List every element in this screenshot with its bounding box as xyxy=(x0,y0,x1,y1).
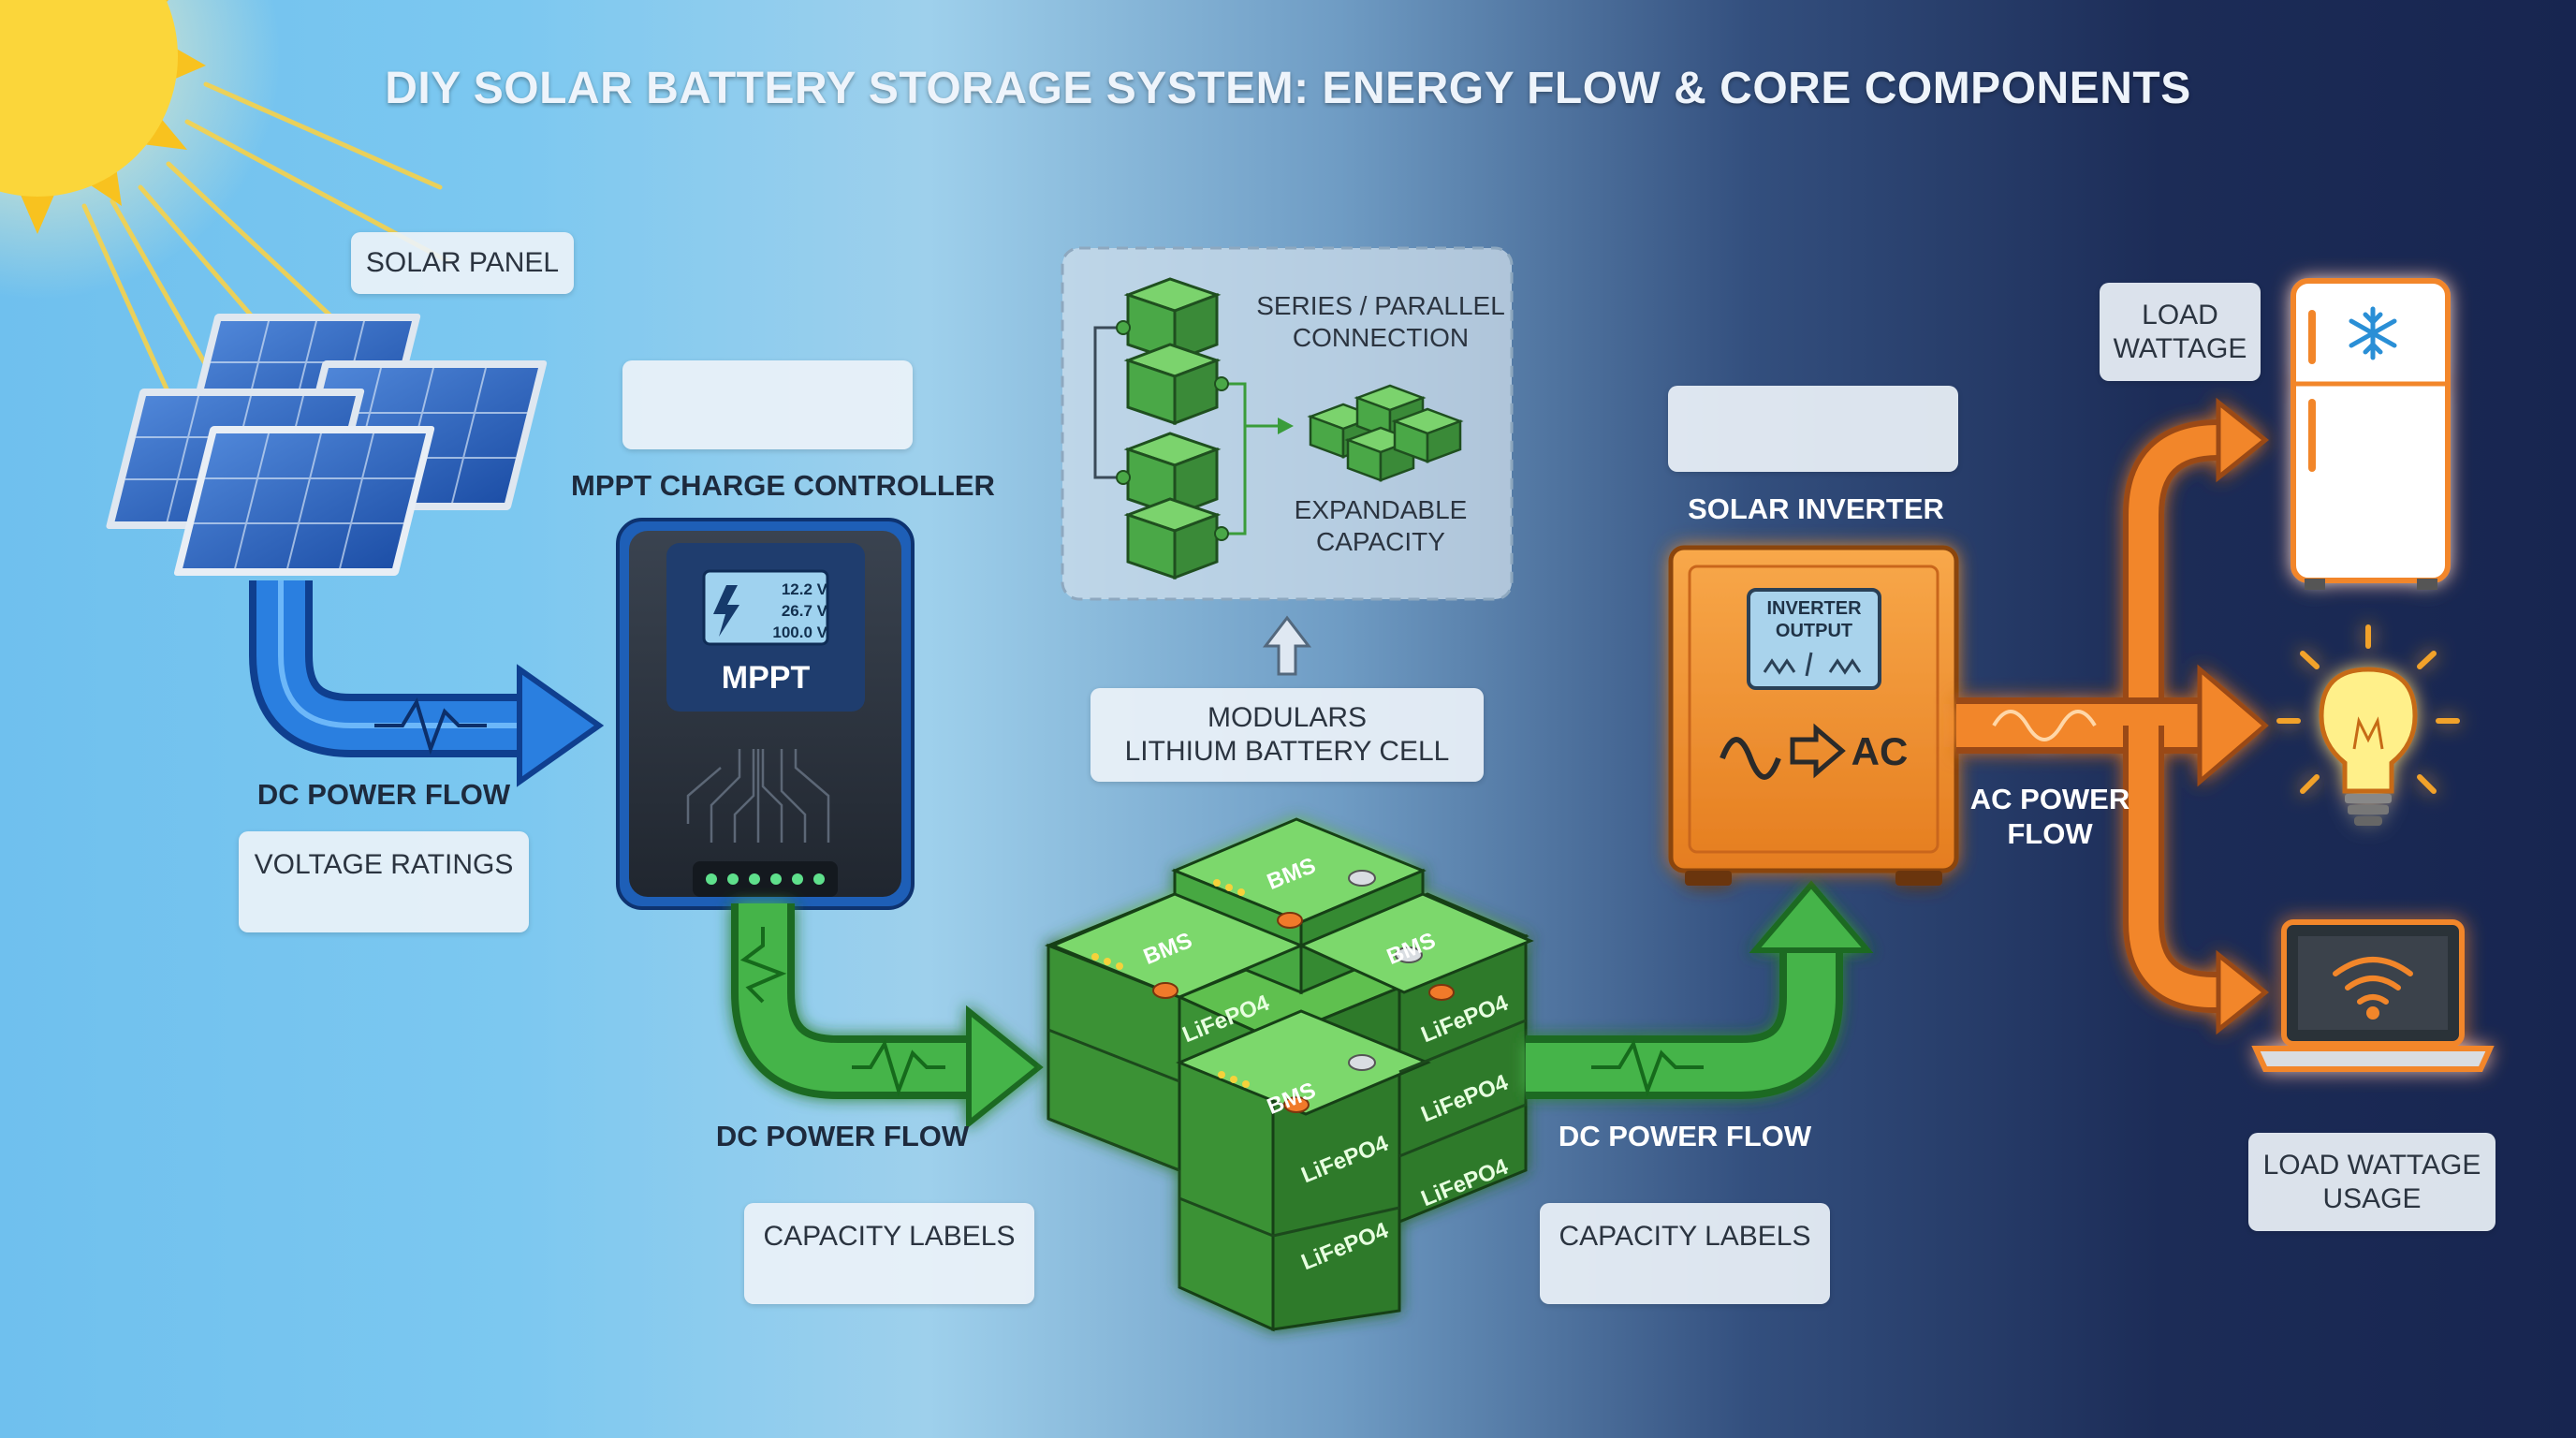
voltage-ratings-text: VOLTAGE RATINGS xyxy=(254,849,514,880)
load-wattage-usage-label: LOAD WATTAGE USAGE xyxy=(2248,1133,2496,1231)
modular-cell-label: MODULARS LITHIUM BATTERY CELL xyxy=(1090,688,1484,782)
page-title: DIY SOLAR BATTERY STORAGE SYSTEM: ENERGY… xyxy=(385,64,2191,113)
series-parallel-line-2: CONNECTION xyxy=(1292,322,1470,352)
load-wattage-line-1: LOAD xyxy=(2142,299,2218,330)
capacity-labels-right-text: CAPACITY LABELS xyxy=(1559,1221,1811,1252)
ac-power-flow-line-2: FLOW xyxy=(2007,817,2093,851)
inverter-ac-label: AC xyxy=(1851,729,1909,773)
inverter-icon xyxy=(1668,545,1959,886)
load-wattage-usage-line-2: USAGE xyxy=(2322,1182,2422,1214)
refrigerator-icon xyxy=(2291,278,2451,590)
solar-panel-label: SOLAR PANEL xyxy=(351,232,574,294)
mppt-badge: MPPT xyxy=(721,660,811,696)
capacity-labels-right: CAPACITY LABELS xyxy=(1540,1203,1830,1304)
ac-flow-arrows xyxy=(1956,397,2270,1035)
series-parallel-text: SERIES / PARALLEL CONNECTION xyxy=(1245,290,1516,353)
voltage-ratings-label: VOLTAGE RATINGS xyxy=(239,831,529,932)
ac-power-flow-label: AC POWER FLOW xyxy=(1966,782,2134,851)
ac-power-flow-line-1: AC POWER xyxy=(1969,783,2130,815)
laptop-icon xyxy=(2251,919,2495,1072)
charge-controller-icon xyxy=(616,518,915,910)
load-wattage-line-2: WATTAGE xyxy=(2113,332,2247,364)
light-bulb-icon xyxy=(2276,624,2460,826)
capacity-labels-left-text: CAPACITY LABELS xyxy=(763,1221,1016,1252)
modular-cell-line-2: LITHIUM BATTERY CELL xyxy=(1124,736,1450,767)
wifi-icon xyxy=(2333,957,2413,1020)
dc-flow-arrow-green-1 xyxy=(731,903,1044,1130)
dc-power-flow-label-3: DC POWER FLOW xyxy=(1558,1120,1812,1152)
expandable-capacity-line-1: EXPANDABLE xyxy=(1294,495,1468,524)
dc-flow-arrow-blue xyxy=(249,580,605,787)
mppt-reading-2: 26.7 V xyxy=(781,602,827,620)
mppt-reading-1: 12.2 V xyxy=(781,580,827,598)
series-parallel-panel xyxy=(1061,246,1514,601)
mppt-controller-title: MPPT CHARGE CONTROLLER xyxy=(571,469,995,502)
snowflake-icon xyxy=(2349,306,2397,360)
series-parallel-line-1: SERIES / PARALLEL xyxy=(1256,291,1505,320)
load-wattage-label: LOAD WATTAGE xyxy=(2100,283,2261,381)
inverter-output-text: INVERTER OUTPUT xyxy=(1749,597,1880,642)
modular-cell-line-1: MODULARS xyxy=(1207,702,1368,733)
expandable-capacity-text: EXPANDABLE CAPACITY xyxy=(1245,494,1516,557)
load-wattage-usage-line-1: LOAD WATTAGE xyxy=(2262,1149,2481,1181)
dc-power-flow-label-2: DC POWER FLOW xyxy=(715,1120,970,1152)
empty-label-box-controller xyxy=(622,360,913,449)
mppt-reading-3: 100.0 V xyxy=(772,624,827,641)
dc-power-flow-label-1: DC POWER FLOW xyxy=(256,778,511,811)
inverter-output-line-1: INVERTER xyxy=(1766,598,1862,619)
capacity-labels-left: CAPACITY LABELS xyxy=(744,1203,1034,1304)
solar-panel-label-text: SOLAR PANEL xyxy=(365,247,560,278)
battery-module-icon xyxy=(1044,817,1534,1332)
inverter-output-line-2: OUTPUT xyxy=(1775,621,1853,641)
dc-flow-arrow-green-2 xyxy=(1526,880,1874,1099)
solar-panel-icon xyxy=(106,314,548,576)
empty-label-box-inverter xyxy=(1668,386,1958,472)
solar-inverter-title: SOLAR INVERTER xyxy=(1688,492,1944,525)
sun-icon xyxy=(0,0,452,433)
expandable-capacity-line-2: CAPACITY xyxy=(1316,526,1445,556)
up-arrow-icon xyxy=(1262,615,1312,676)
